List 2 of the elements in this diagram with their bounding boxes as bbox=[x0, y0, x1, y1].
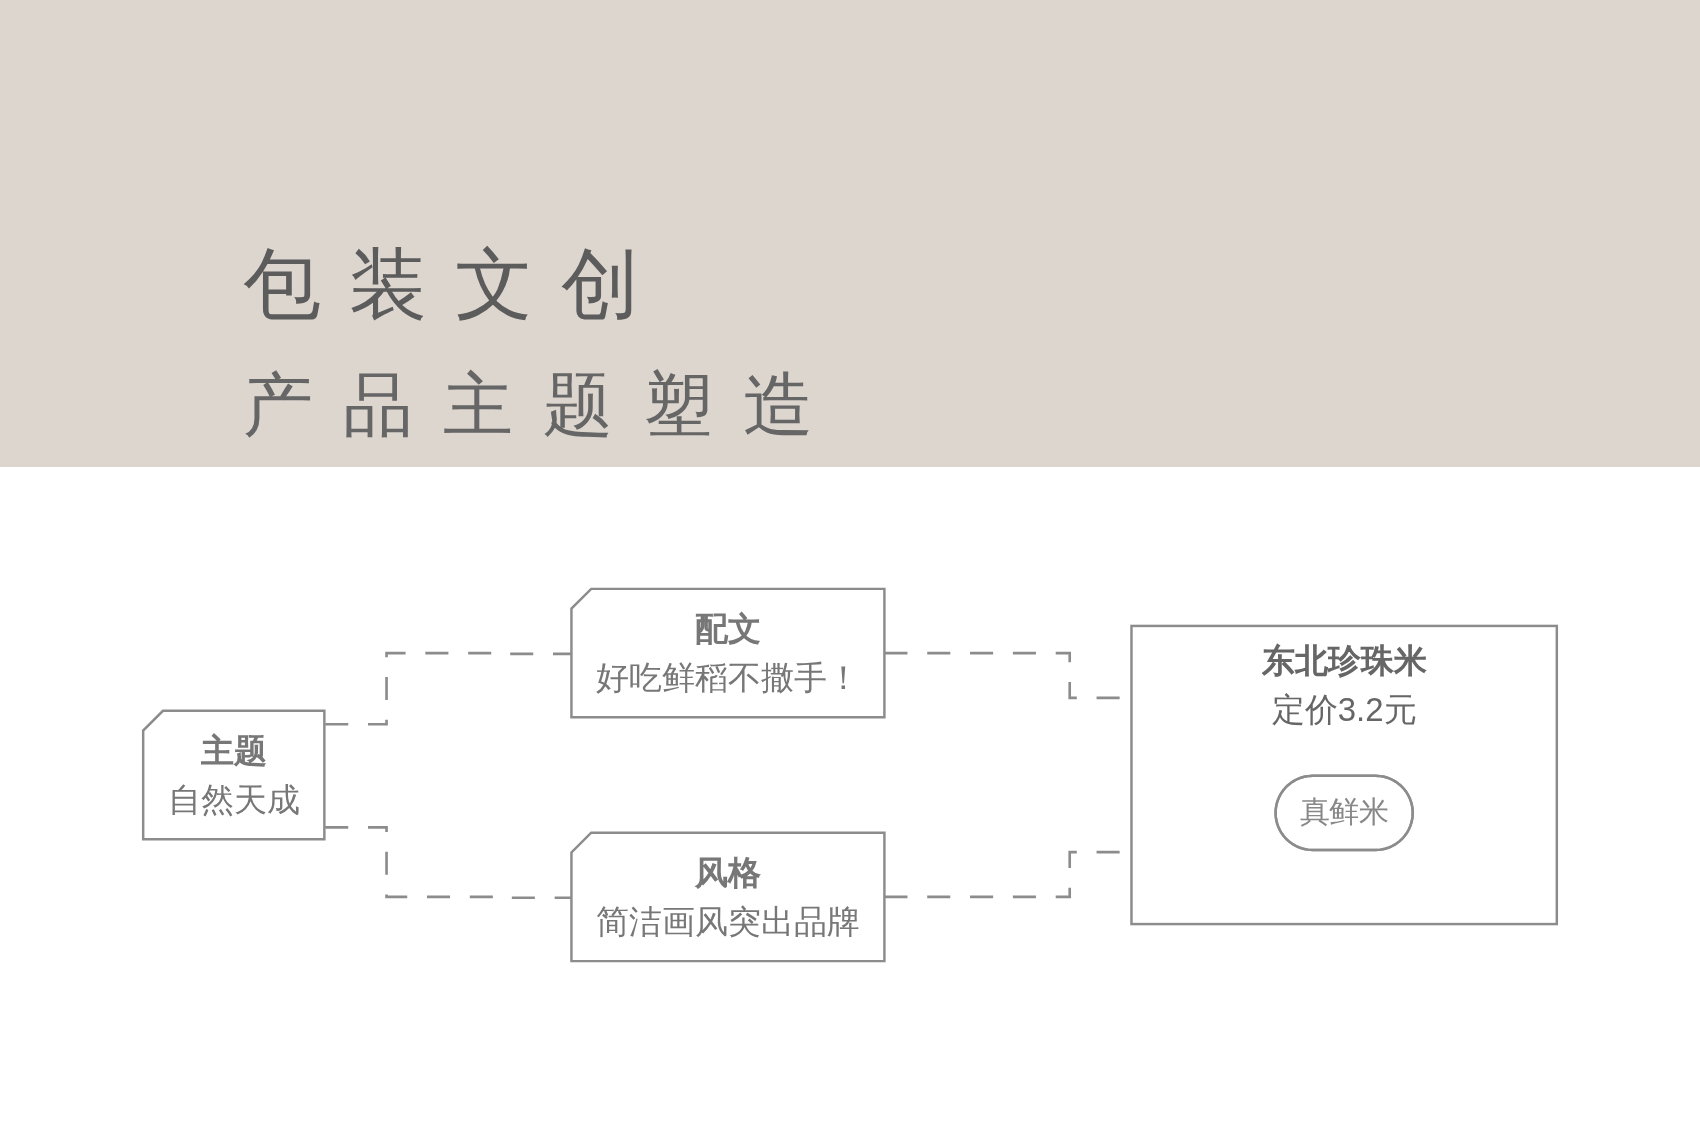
title: 包装文创 bbox=[243, 245, 667, 323]
subtitle: 产品主题塑造 bbox=[243, 370, 843, 440]
